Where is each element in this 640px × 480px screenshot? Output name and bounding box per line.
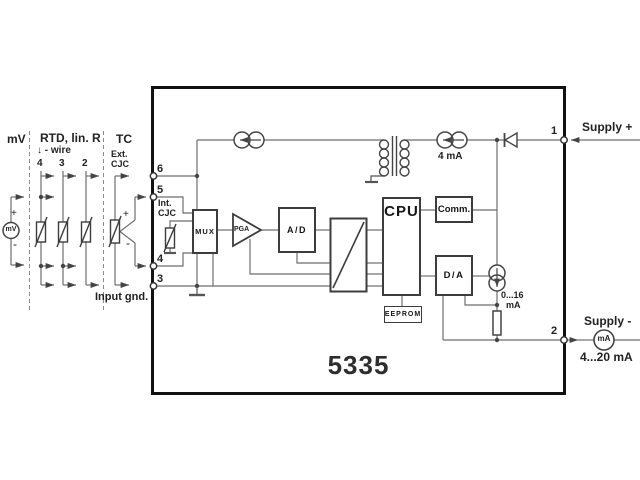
rtd-terminal-2-label: 2 <box>82 158 88 169</box>
terminal-5-label: 5 <box>157 184 164 196</box>
section-divider-dashes <box>29 131 104 311</box>
mv-source-icon <box>2 221 20 240</box>
terminal-2 <box>560 336 568 344</box>
tc-section-heading: TC <box>116 132 132 146</box>
supply-minus-label: Supply - <box>584 314 632 328</box>
eeprom-block: EEPROM <box>384 306 422 323</box>
ma-meter-label: mA <box>597 334 611 343</box>
device-enclosure <box>151 86 566 395</box>
terminal-3-label: 3 <box>157 273 164 285</box>
dac-current-label-line1: 0...16 <box>501 290 524 300</box>
terminal-6 <box>149 172 158 180</box>
supply-plus-label: Supply + <box>582 120 633 134</box>
terminal-5 <box>149 193 158 201</box>
tc-minus-sign: - <box>126 236 130 250</box>
da-converter-block: D/A <box>435 255 473 296</box>
sensor-icons <box>34 215 177 253</box>
pga-amplifier-icon <box>232 212 263 248</box>
int-cjc-sensor-icon <box>163 223 177 253</box>
terminal-1-label: 1 <box>551 125 558 137</box>
terminal-2-label: 2 <box>551 325 558 337</box>
sense-resistor-icon <box>492 310 502 336</box>
ext-cjc-label-line1: Ext. <box>111 149 128 159</box>
wire-note-text: - wire <box>44 145 71 156</box>
model-number: 5335 <box>327 350 390 380</box>
terminal-6-label: 6 <box>157 163 164 175</box>
ext-cjc-sensor-icon <box>108 215 122 248</box>
tc-plus-sign: + <box>123 209 129 220</box>
cpu-block: CPU <box>382 197 421 296</box>
junction-dots <box>38 137 500 343</box>
mv-source-label: mV <box>5 226 17 233</box>
int-cjc-label-line1: Int. <box>158 198 172 208</box>
terminal-4 <box>149 262 158 270</box>
rtd-terminal-3-label: 3 <box>59 158 65 169</box>
output-range-label: 4...20 mA <box>580 350 633 364</box>
down-arrow-icon: ↓ <box>37 145 42 156</box>
mv-section-heading: mV <box>7 132 26 146</box>
ground-icon <box>164 175 384 297</box>
input-wires <box>10 171 146 288</box>
rtd-section-heading: RTD, lin. R <box>40 131 101 145</box>
rtd-wire-note: ↓ - wire <box>37 146 71 156</box>
comm-block: Comm. <box>435 196 473 223</box>
transformer-icon <box>378 136 410 177</box>
quiescent-current-label: 4 mA <box>438 151 463 162</box>
ma-meter-icon <box>593 329 615 351</box>
diode-icon <box>503 131 518 149</box>
current-source-icon <box>233 131 265 149</box>
input-gnd-label: Input gnd. <box>95 291 149 303</box>
dac-current-label-line2: mA <box>506 300 521 310</box>
int-cjc-label-line2: CJC <box>158 208 177 218</box>
pga-label: PGA <box>234 226 250 233</box>
internal-wires <box>157 137 640 343</box>
terminal-1 <box>560 136 568 144</box>
dac-current-source-icon <box>488 264 506 292</box>
isolation-barrier-icon <box>329 217 368 293</box>
ad-converter-block: A/D <box>278 207 316 253</box>
rtd-terminal-4-label: 4 <box>37 158 43 169</box>
rtd-sensor-icon <box>34 216 93 248</box>
mux-block: MUX <box>192 209 218 254</box>
mv-minus-sign: - <box>13 237 17 251</box>
ext-cjc-label-line2: CJC <box>111 159 130 169</box>
terminal-3 <box>149 282 158 290</box>
mv-plus-sign: + <box>11 208 17 219</box>
quiescent-current-source-icon <box>436 131 468 149</box>
terminal-circles <box>149 136 568 344</box>
terminal-4-label: 4 <box>157 253 164 265</box>
